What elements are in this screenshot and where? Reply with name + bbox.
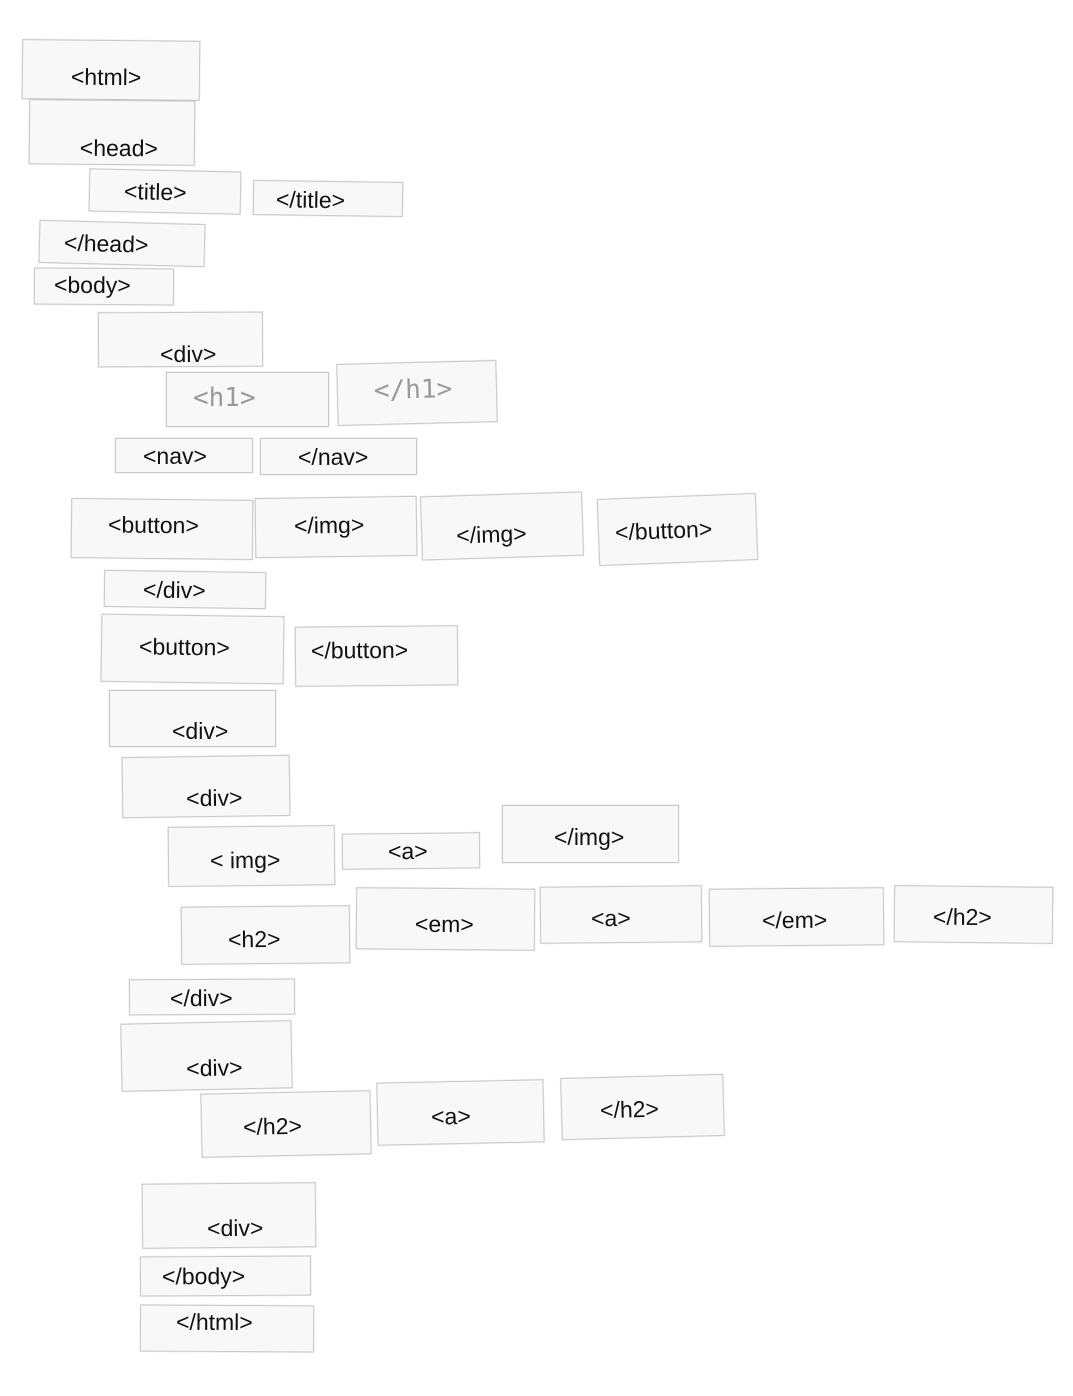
card-label: </div> [169, 984, 233, 1012]
card-div-open-4[interactable]: <div> [120, 1020, 293, 1092]
card-label: </head> [63, 229, 149, 258]
card-img-close-2[interactable]: </img> [420, 491, 584, 561]
card-label: <a> [387, 837, 428, 865]
card-em-close[interactable]: </em> [708, 887, 885, 947]
card-img-open[interactable]: < img> [167, 825, 336, 887]
card-button-close-1[interactable]: </button> [596, 492, 759, 567]
card-h1-close[interactable]: </h1> [336, 360, 498, 426]
card-div-close-2[interactable]: </div> [128, 978, 296, 1016]
card-img-close-1[interactable]: </img> [254, 495, 418, 559]
card-button-open-1[interactable]: <button> [70, 498, 254, 560]
card-label: </button> [614, 515, 713, 546]
card-head-open[interactable]: <head> [28, 99, 196, 166]
card-label: </title> [275, 186, 346, 214]
card-label: <div> [160, 340, 217, 368]
card-label: </h2> [932, 903, 992, 931]
card-a-open-1[interactable]: <a> [341, 832, 481, 870]
card-label: <a> [430, 1102, 471, 1130]
card-label: </h2> [242, 1112, 303, 1140]
card-a-open-3[interactable]: <a> [376, 1079, 545, 1146]
card-em-open[interactable]: <em> [355, 887, 536, 951]
card-nav-close[interactable]: </nav> [260, 438, 417, 475]
card-html-open[interactable]: <html> [21, 39, 201, 101]
card-nav-open[interactable]: <nav> [115, 438, 253, 473]
card-label: <h1> [193, 383, 256, 413]
card-label: </body> [161, 1262, 246, 1290]
card-label: <div> [172, 718, 229, 744]
card-label: </em> [761, 906, 828, 934]
card-h2-close-3[interactable]: </h2> [560, 1073, 725, 1141]
card-img-close-3[interactable]: </img> [502, 805, 679, 863]
card-label: </h2> [599, 1095, 660, 1124]
card-label: <button> [138, 633, 231, 661]
card-div-open-5[interactable]: <div> [141, 1182, 317, 1249]
card-label: <title> [123, 178, 187, 206]
card-label: </button> [310, 636, 409, 664]
card-label: <div> [185, 784, 243, 812]
card-label: <nav> [143, 443, 207, 469]
card-label: <em> [414, 910, 474, 938]
card-div-open-1[interactable]: <div> [97, 311, 264, 368]
card-label: </img> [455, 520, 527, 549]
card-h1-open[interactable]: <h1> [166, 372, 329, 427]
card-label: </img> [554, 824, 625, 850]
card-label: < img> [209, 846, 281, 874]
card-div-open-2[interactable]: <div> [109, 690, 276, 747]
card-h2-close-2[interactable]: </h2> [200, 1090, 372, 1158]
card-head-close[interactable]: </head> [38, 219, 206, 268]
card-title-open[interactable]: <title> [88, 168, 242, 215]
card-a-open-2[interactable]: <a> [539, 885, 703, 944]
card-label: <div> [206, 1214, 264, 1242]
card-h2-close-1[interactable]: </h2> [893, 885, 1054, 944]
card-div-open-3[interactable]: <div> [121, 754, 291, 819]
card-label: </img> [293, 511, 365, 539]
card-h2-open[interactable]: <h2> [180, 905, 351, 965]
card-button-open-2[interactable]: <button> [100, 613, 285, 685]
card-label: </nav> [298, 444, 369, 470]
card-label: <body> [53, 271, 131, 299]
card-label: <a> [590, 904, 631, 932]
card-label: <head> [79, 134, 159, 162]
card-body-close[interactable]: </body> [139, 1255, 312, 1297]
card-button-close-2[interactable]: </button> [294, 625, 459, 687]
card-label: <html> [70, 63, 142, 91]
card-label: <h2> [227, 925, 281, 953]
card-html-close[interactable]: </html> [139, 1304, 315, 1353]
card-label: </div> [142, 576, 206, 604]
card-label: </html> [175, 1308, 253, 1336]
card-div-close-1[interactable]: </div> [103, 569, 267, 610]
card-label: <div> [185, 1054, 243, 1082]
card-body-open[interactable]: <body> [33, 267, 175, 306]
card-title-close[interactable]: </title> [252, 179, 404, 218]
card-label: </h1> [373, 374, 453, 407]
card-label: <button> [107, 511, 199, 539]
